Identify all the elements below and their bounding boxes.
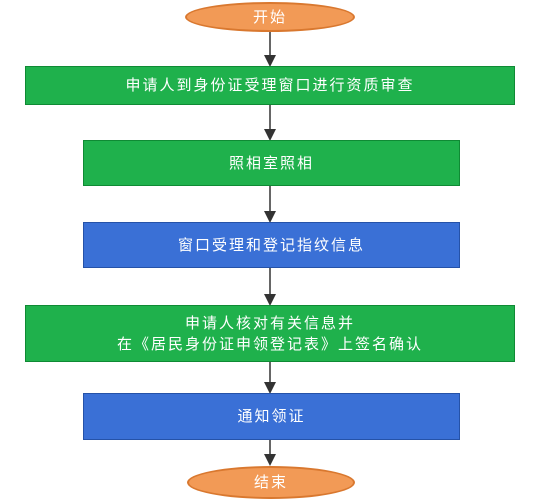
step-4-label-line1: 申请人核对有关信息并 [184,314,355,333]
step-fingerprint-registration: 窗口受理和登记指纹信息 [83,222,460,268]
step-notify-pickup: 通知领证 [83,393,460,440]
step-verify-and-sign: 申请人核对有关信息并 在《居民身份证申领登记表》上签名确认 [25,305,515,362]
step-1-label: 申请人到身份证受理窗口进行资质审查 [125,76,415,95]
step-3-label: 窗口受理和登记指纹信息 [177,235,365,254]
step-4-label-line2: 在《居民身份证申领登记表》上签名确认 [116,334,423,353]
step-qualification-review: 申请人到身份证受理窗口进行资质审查 [25,66,515,105]
step-photo: 照相室照相 [83,140,460,186]
end-label: 结束 [253,473,288,492]
start-terminal: 开始 [185,2,355,32]
start-label: 开始 [252,7,287,26]
step-2-label: 照相室照相 [228,153,314,172]
end-terminal: 结束 [187,466,355,499]
step-5-label: 通知领证 [237,407,306,426]
